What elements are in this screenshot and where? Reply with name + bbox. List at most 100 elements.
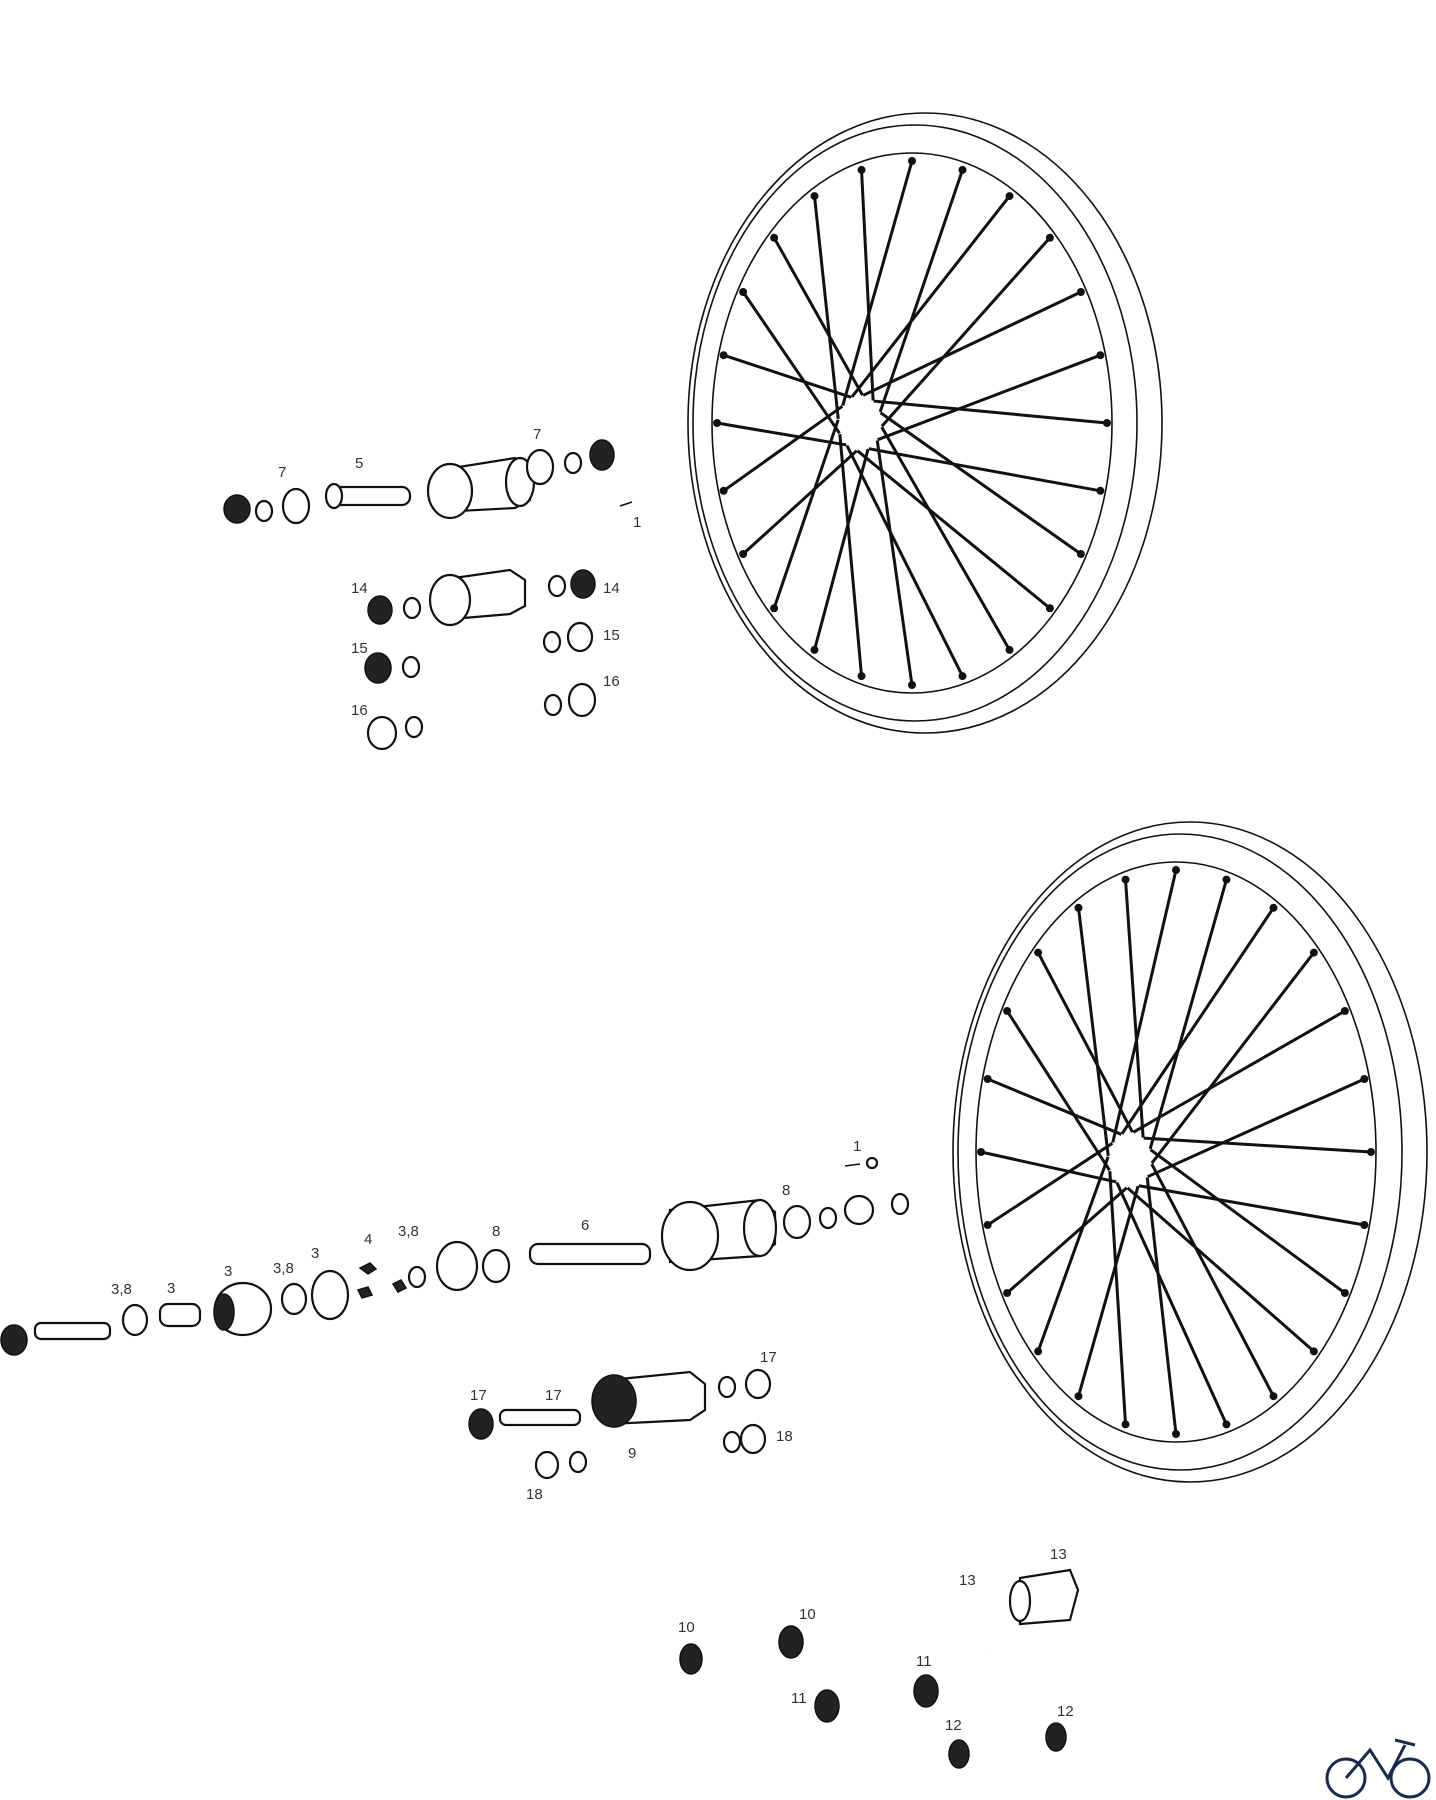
end-cap — [570, 569, 596, 599]
spoke — [879, 411, 1082, 556]
spoke-nipple — [1096, 351, 1105, 360]
o-ring — [543, 693, 563, 717]
spoke — [1145, 1177, 1178, 1435]
spoke — [722, 405, 844, 493]
front-wheel — [687, 112, 1163, 734]
spoke — [1150, 951, 1316, 1165]
spoke-nipple — [1074, 1392, 1083, 1401]
spoke — [1077, 1185, 1140, 1397]
spoke-nipple — [1172, 1430, 1180, 1438]
spoke-nipple — [1096, 486, 1105, 495]
spoke — [1120, 906, 1275, 1135]
label: 3,8 — [273, 1260, 294, 1277]
spoke — [987, 1077, 1122, 1136]
end-cap — [534, 1450, 560, 1480]
spoke-nipple — [908, 157, 916, 165]
spoke-nipple — [1034, 1347, 1043, 1356]
spoke — [1036, 951, 1134, 1133]
front-rim-outer — [687, 112, 1163, 734]
spoke-nipple — [1005, 645, 1014, 654]
bike-logo — [1325, 1738, 1431, 1799]
spoke-nipple — [719, 486, 728, 495]
rear-hub-parts — [0, 1156, 910, 1480]
hub-flange — [591, 1374, 637, 1428]
spoke-nipple — [1121, 1420, 1130, 1429]
spoke — [1150, 1163, 1275, 1397]
end-cap-10 — [679, 1643, 703, 1675]
washer — [865, 1156, 879, 1170]
spoke-nipple — [1045, 233, 1054, 242]
spoke-nipple — [1360, 1075, 1369, 1084]
drive-ring — [435, 1240, 479, 1292]
spoke-nipple — [810, 645, 819, 654]
label: 17 — [760, 1349, 777, 1366]
spoke-nipple — [983, 1220, 992, 1229]
end-cap — [744, 1368, 772, 1400]
spoke — [1124, 879, 1145, 1138]
label: 1 — [633, 514, 641, 531]
label: 5 — [355, 455, 363, 472]
label: 3 — [311, 1245, 319, 1262]
end-cap — [566, 621, 594, 653]
hub-flange — [426, 462, 474, 520]
spoke-nipple — [619, 501, 633, 507]
spoke — [878, 169, 964, 413]
end-cap — [0, 1324, 28, 1356]
o-ring — [717, 1375, 737, 1399]
spoke — [838, 434, 864, 677]
label: 11 — [916, 1653, 932, 1670]
spoke-nipple — [770, 233, 779, 242]
part-labels: 7 5 7 1 14 14 15 15 16 16 3,8 3 3 3,8 3 … — [111, 426, 1074, 1734]
ring — [407, 1265, 427, 1289]
label: 8 — [492, 1223, 500, 1240]
spoke-nipple — [1269, 903, 1278, 912]
bearing — [281, 487, 311, 525]
label: 17 — [470, 1387, 487, 1404]
spoke — [845, 444, 964, 677]
spoke — [1111, 869, 1178, 1143]
label: 12 — [1057, 1703, 1074, 1720]
label: 12 — [945, 1717, 962, 1734]
spoke — [772, 419, 840, 609]
end-cap — [739, 1423, 767, 1455]
end-cap-11 — [814, 1689, 840, 1723]
o-ring — [254, 499, 274, 523]
accessory-parts — [679, 1567, 1080, 1769]
rear-rim-bed — [975, 861, 1377, 1443]
spoke-nipple — [1005, 192, 1014, 201]
label: 1 — [853, 1138, 861, 1155]
spoke — [1143, 1136, 1372, 1154]
label: 7 — [533, 426, 541, 443]
front-spokes — [713, 157, 1111, 689]
spoke — [875, 440, 914, 686]
spoke-nipple — [1121, 875, 1130, 884]
spoke — [877, 353, 1101, 442]
spoke — [1147, 1077, 1365, 1179]
spoke — [856, 449, 1051, 610]
spoke-nipple — [1309, 1347, 1318, 1356]
label: 4 — [364, 1231, 372, 1248]
spoke-nipple — [1034, 948, 1043, 957]
rear-spokes — [977, 866, 1375, 1438]
label: 7 — [278, 464, 286, 481]
end-cap-10 — [778, 1625, 804, 1659]
spoke — [1115, 1181, 1228, 1426]
spoke — [1005, 1010, 1111, 1172]
end-cap — [366, 715, 398, 751]
spoke — [1006, 1186, 1128, 1295]
end-cap — [589, 439, 615, 471]
spoke-nipple — [958, 672, 967, 681]
spoke — [813, 195, 840, 420]
pawls — [356, 1262, 408, 1299]
spoke-nipple — [719, 351, 728, 360]
label: 14 — [351, 580, 368, 597]
end-cap — [367, 595, 393, 625]
label: 13 — [959, 1572, 976, 1589]
spoke — [880, 426, 1011, 651]
label: 10 — [799, 1606, 816, 1623]
rear-rim-inner — [957, 833, 1403, 1471]
end-cap — [364, 652, 392, 684]
o-ring — [402, 596, 422, 620]
spoke — [986, 1142, 1114, 1227]
spoke-nipple — [983, 1075, 992, 1084]
